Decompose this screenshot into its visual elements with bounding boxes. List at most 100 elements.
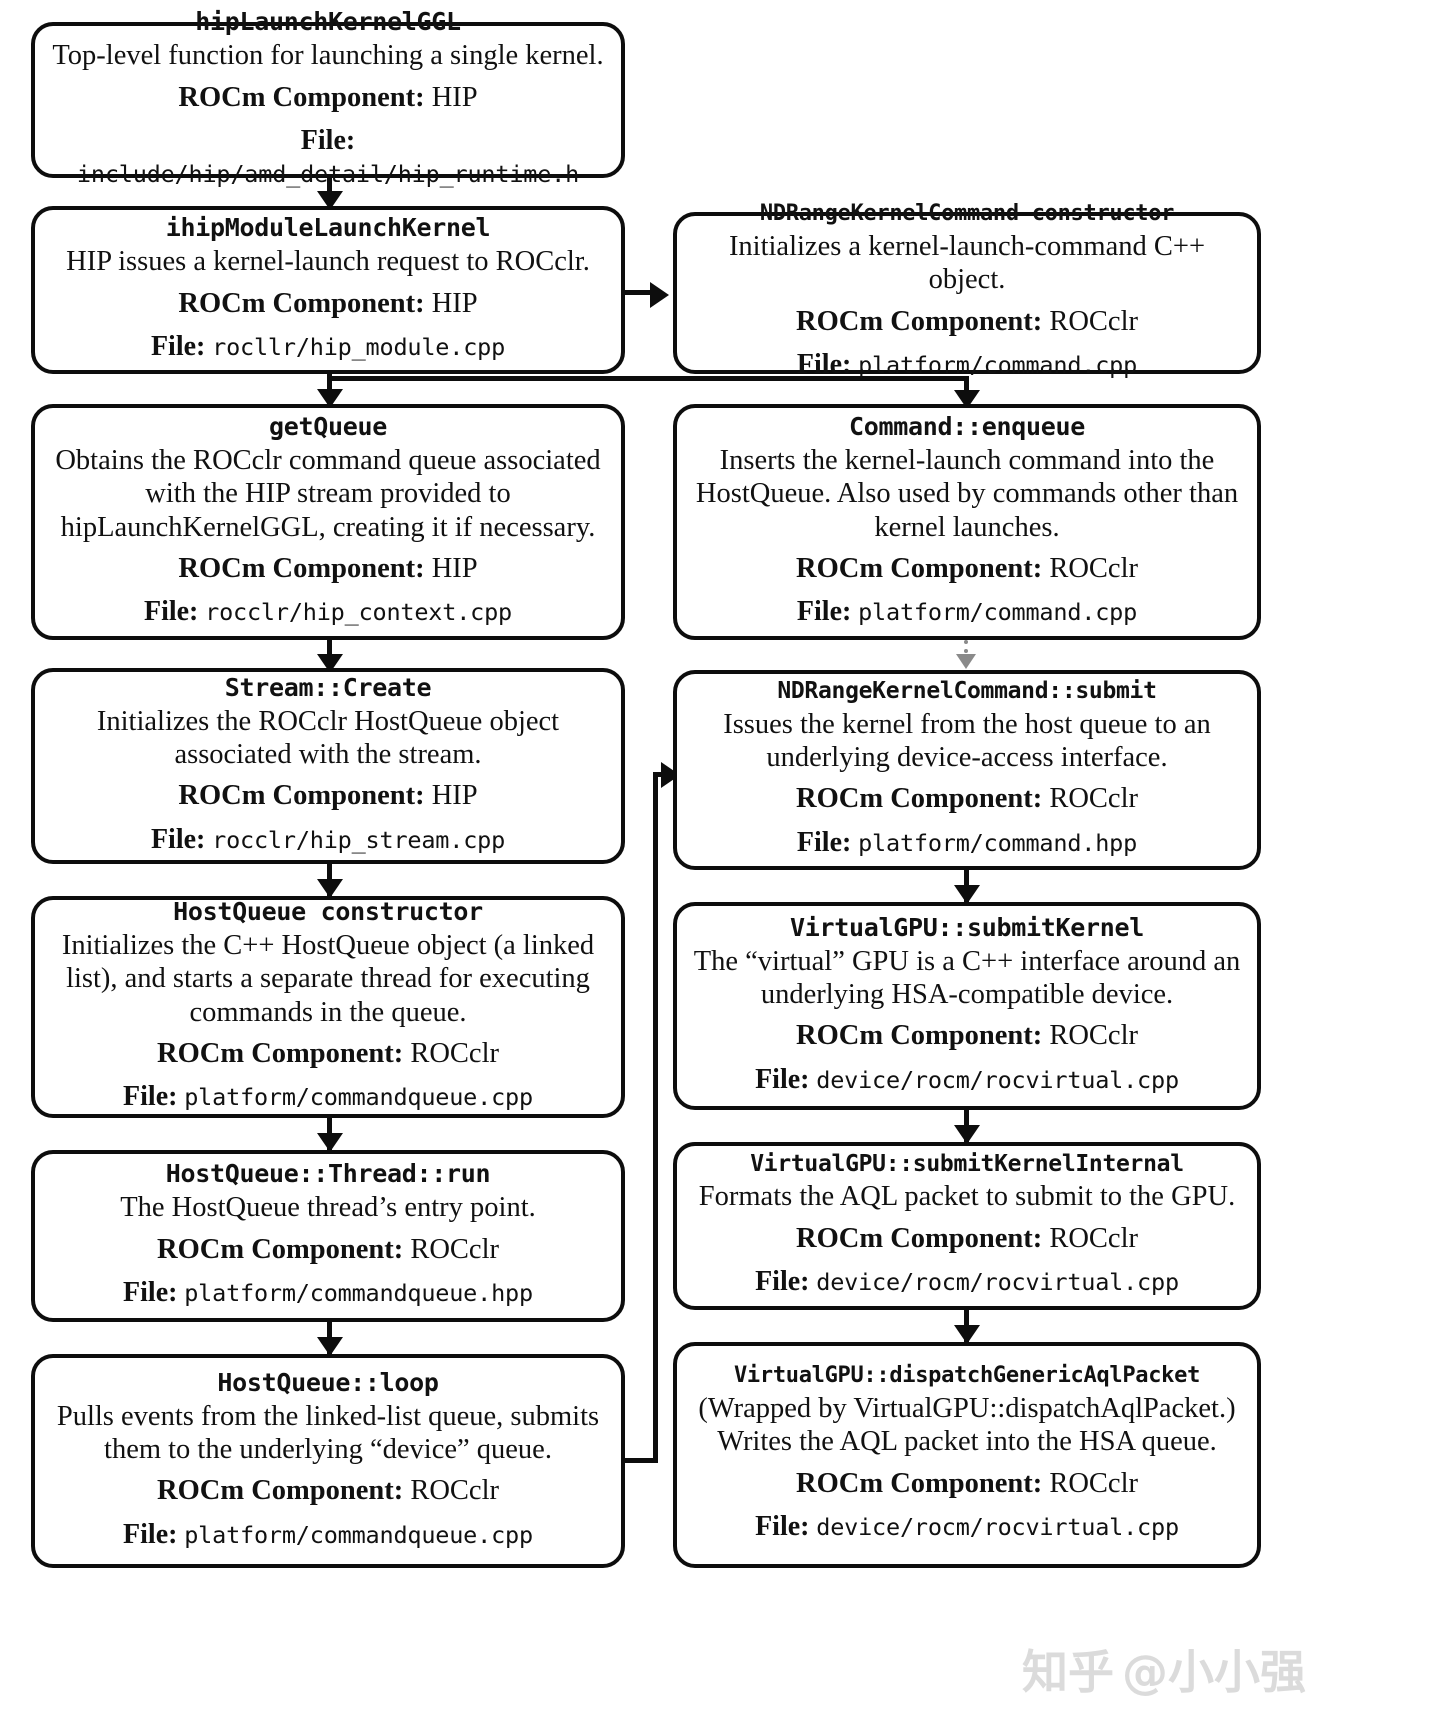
node-command-enqueue[interactable]: Command::enqueue Inserts the kernel-laun… — [673, 404, 1261, 640]
node-title: getQueue — [268, 412, 387, 442]
arrow-head-icon — [954, 1325, 980, 1344]
node-component: ROCm Component: ROCclr — [691, 782, 1243, 816]
arrow-head-icon — [954, 1125, 980, 1144]
component-value: ROCclr — [1049, 1020, 1138, 1052]
node-file: File: rocllr/hip_module.cpp — [49, 330, 607, 364]
node-virtualgpu-dispatch-generic-aql-packet[interactable]: VirtualGPU::dispatchGenericAqlPacket (Wr… — [673, 1342, 1261, 1568]
node-component: ROCm Component: ROCclr — [691, 552, 1243, 586]
node-ndrange-kernel-command-submit[interactable]: NDRangeKernelCommand::submit Issues the … — [673, 670, 1261, 870]
file-value: device/rocm/rocvirtual.cpp — [816, 1512, 1179, 1541]
node-description: The “virtual” GPU is a C++ interface aro… — [693, 945, 1241, 1011]
arrow-head-icon — [650, 282, 669, 308]
file-label: File: — [123, 1518, 178, 1550]
node-description: Initializes the C++ HostQueue object (a … — [61, 930, 595, 1028]
connector-line — [327, 376, 967, 381]
node-component: ROCm Component: ROCclr — [49, 1037, 607, 1071]
arrow-head-icon — [956, 654, 976, 669]
component-label: ROCm Component: — [796, 1222, 1043, 1254]
node-component: ROCm Component: HIP — [49, 287, 607, 321]
node-component: ROCm Component: HIP — [49, 552, 607, 586]
node-ihip-module-launch-kernel[interactable]: ihipModuleLaunchKernel HIP issues a kern… — [31, 206, 625, 374]
node-component: ROCm Component: ROCclr — [49, 1233, 607, 1267]
file-value: device/rocm/rocvirtual.cpp — [816, 1267, 1179, 1296]
component-value: ROCclr — [410, 1475, 499, 1507]
node-title: Stream::Create — [224, 672, 432, 702]
node-title: VirtualGPU::submitKernelInternal — [750, 1150, 1184, 1177]
arrow-head-icon — [954, 885, 980, 904]
node-host-queue-loop[interactable]: HostQueue::loop Pulls events from the li… — [31, 1354, 625, 1568]
component-label: ROCm Component: — [157, 1233, 404, 1265]
node-ndrange-kernel-command-constructor[interactable]: NDRangeKernelCommand constructor Initial… — [673, 202, 1261, 380]
zhihu-watermark: 知乎 @小小强 — [1022, 1636, 1306, 1702]
node-description: (Wrapped by VirtualGPU::dispatchAqlPacke… — [698, 1393, 1236, 1458]
file-label: File: — [796, 348, 852, 380]
node-title: VirtualGPU::dispatchGenericAqlPacket — [733, 1363, 1201, 1389]
component-value: HIP — [431, 780, 478, 812]
node-description: The HostQueue thread’s entry point. — [120, 1192, 536, 1224]
arrow-head-icon — [317, 1133, 343, 1152]
file-label: File: — [755, 1063, 810, 1095]
file-value: platform/command.cpp — [858, 350, 1138, 379]
file-label: File: — [150, 823, 206, 855]
node-component: ROCm Component: ROCclr — [49, 1474, 607, 1508]
file-value: platform/commandqueue.hpp — [184, 1278, 533, 1307]
component-label: ROCm Component: — [178, 81, 425, 113]
node-file: File: rocclr/hip_context.cpp — [49, 595, 607, 629]
node-file: File: include/hip/amd_detail/hip_runtime… — [49, 124, 607, 190]
file-value: rocclr/hip_context.cpp — [205, 598, 513, 627]
node-title: NDRangeKernelCommand::submit — [777, 677, 1157, 704]
node-file: File: device/rocm/rocvirtual.cpp — [691, 1063, 1243, 1097]
node-hip-launch-kernel-ggl[interactable]: hipLaunchKernelGGL Top-level function fo… — [31, 8, 625, 188]
file-value: platform/commandqueue.cpp — [184, 1083, 533, 1112]
node-host-queue-constructor[interactable]: HostQueue constructor Initializes the C+… — [31, 896, 625, 1118]
component-label: ROCm Component: — [178, 780, 425, 812]
node-host-queue-thread-run[interactable]: HostQueue::Thread::run The HostQueue thr… — [31, 1150, 625, 1322]
node-file: File: platform/commandqueue.cpp — [49, 1518, 607, 1552]
node-description: Inserts the kernel-launch command into t… — [695, 445, 1239, 543]
node-description: Obtains the ROCclr command queue associa… — [55, 445, 601, 543]
node-title: NDRangeKernelCommand constructor — [759, 201, 1175, 227]
node-component: ROCm Component: ROCclr — [691, 305, 1243, 339]
component-value: ROCclr — [410, 1038, 499, 1070]
connector-line — [653, 772, 658, 1463]
component-value: ROCclr — [1049, 783, 1138, 815]
component-label: ROCm Component: — [796, 1467, 1043, 1499]
node-component: ROCm Component: ROCclr — [691, 1467, 1243, 1501]
node-file: File: platform/command.cpp — [691, 595, 1243, 629]
component-value: ROCclr — [1049, 305, 1138, 337]
file-value: rocclr/hip_stream.cpp — [212, 825, 506, 854]
node-virtualgpu-submit-kernel-internal[interactable]: VirtualGPU::submitKernelInternal Formats… — [673, 1142, 1261, 1310]
node-description: HIP issues a kernel-launch request to RO… — [66, 246, 590, 278]
node-title: hipLaunchKernelGGL — [195, 7, 461, 37]
connector-line-dotted — [964, 640, 968, 662]
file-value: platform/command.hpp — [858, 828, 1138, 857]
component-value: ROCclr — [1049, 553, 1138, 585]
file-label: File: — [143, 596, 199, 628]
watermark-site: 知乎 — [1022, 1645, 1114, 1699]
component-label: ROCm Component: — [157, 1475, 404, 1507]
component-label: ROCm Component: — [796, 553, 1043, 585]
file-value: include/hip/amd_detail/hip_runtime.h — [76, 160, 580, 189]
node-component: ROCm Component: HIP — [49, 81, 607, 115]
node-component: ROCm Component: ROCclr — [691, 1019, 1243, 1053]
node-title: HostQueue::Thread::run — [165, 1159, 491, 1189]
connector-line — [625, 1458, 658, 1463]
arrow-head-icon — [317, 879, 343, 898]
component-label: ROCm Component: — [157, 1038, 404, 1070]
file-label: File: — [123, 1081, 178, 1113]
file-label: File: — [755, 1510, 810, 1542]
component-label: ROCm Component: — [796, 1020, 1043, 1052]
node-file: File: platform/commandqueue.hpp — [49, 1276, 607, 1310]
node-description: Pulls events from the linked-list queue,… — [56, 1400, 600, 1466]
node-virtualgpu-submit-kernel[interactable]: VirtualGPU::submitKernel The “virtual” G… — [673, 902, 1261, 1110]
node-stream-create[interactable]: Stream::Create Initializes the ROCclr Ho… — [31, 668, 625, 864]
node-file: File: platform/commandqueue.cpp — [49, 1080, 607, 1114]
node-description: Issues the kernel from the host queue to… — [723, 708, 1211, 773]
component-label: ROCm Component: — [796, 783, 1043, 815]
file-value: device/rocm/rocvirtual.cpp — [816, 1065, 1179, 1094]
node-file: File: platform/command.cpp — [691, 348, 1243, 382]
node-file: File: device/rocm/rocvirtual.cpp — [691, 1510, 1243, 1544]
node-get-queue[interactable]: getQueue Obtains the ROCclr command queu… — [31, 404, 625, 640]
node-component: ROCm Component: ROCclr — [691, 1222, 1243, 1256]
node-description: Initializes the ROCclr HostQueue object … — [96, 705, 560, 771]
